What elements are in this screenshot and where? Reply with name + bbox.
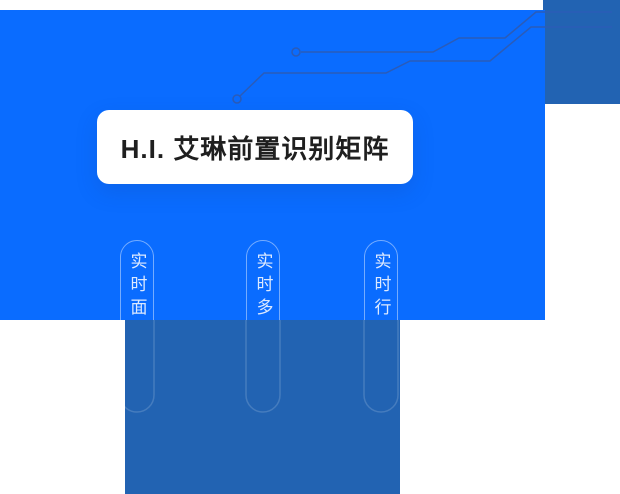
page-title: H.I. 艾琳前置识别矩阵 [120,133,390,164]
capsule-ghost-outline [245,320,281,413]
feature-capsule-label: 实时行 [371,252,391,320]
accent-block-bottom [125,320,400,494]
capsule-ghost-outline [363,320,399,413]
feature-capsule-2: 实时多 [246,240,280,320]
capsule-ghost-outline [125,320,155,413]
feature-capsule-label: 实时面 [127,252,147,320]
feature-capsule-label: 实时多 [253,252,273,320]
feature-capsule-3: 实时行 [364,240,398,320]
feature-capsule-1: 实时面 [120,240,154,320]
title-card: H.I. 艾琳前置识别矩阵 [97,110,413,184]
accent-block-top-right [543,0,620,104]
capsule-ghost-outlines [125,320,399,413]
